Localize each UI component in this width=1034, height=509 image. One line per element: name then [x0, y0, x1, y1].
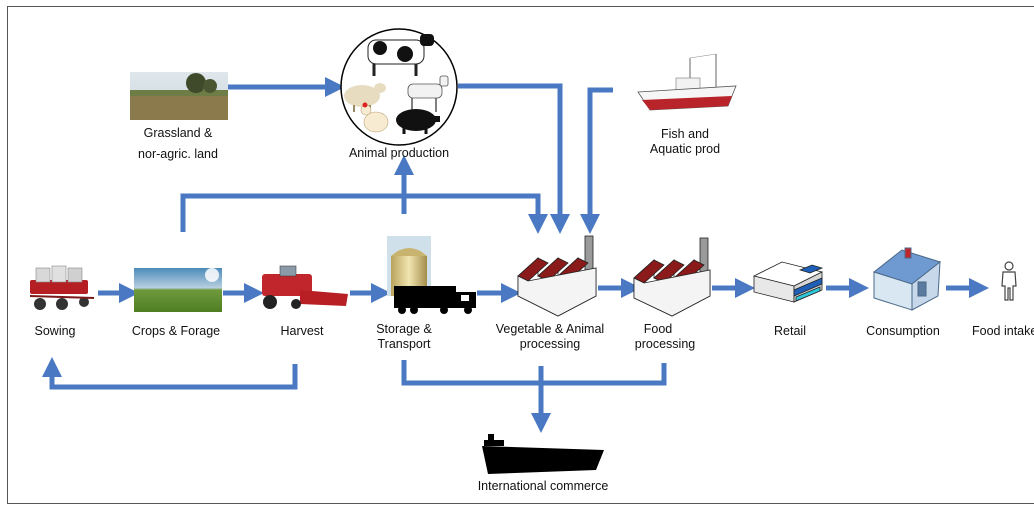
node-label-food: Food [643, 322, 673, 336]
node-label-vegetable-animal: Vegetable & Animal [495, 322, 605, 336]
arrow-fish-to-veg [580, 87, 613, 234]
node-label-fish: Fish and [661, 127, 709, 141]
node-label-retail: Retail [774, 324, 806, 338]
truck-icon [394, 286, 476, 314]
animal-production-icon [340, 28, 458, 146]
food-processing-factory-icon [633, 237, 711, 317]
node-label-storage: Storage & [376, 322, 432, 336]
crops-field-photo [134, 268, 222, 312]
node-label-international-commerce: International commerce [477, 479, 609, 493]
combine-harvester-icon [262, 265, 348, 309]
cow-icon [367, 34, 434, 76]
arrow-harvest-back-to-sowing [42, 357, 298, 390]
diagram-frame [7, 6, 1034, 504]
person-icon [1001, 261, 1017, 301]
fishing-boat-icon [637, 53, 737, 111]
vegetable-animal-factory-icon [517, 235, 597, 317]
node-label-food-processing: processing [634, 337, 696, 351]
arrow-animal-to-veg [458, 83, 570, 234]
retail-store-icon [752, 261, 824, 303]
node-label-consumption: Consumption [866, 324, 940, 338]
node-label-animal-production: Animal production [348, 146, 450, 160]
sheep-icon [344, 83, 386, 112]
pig-icon [396, 109, 440, 134]
chicken-icon [360, 102, 389, 133]
node-label-transport: Transport [377, 337, 431, 351]
sowing-machine-icon [29, 265, 95, 310]
goat-icon [407, 75, 449, 112]
node-label-non-agric-land: nor-agric. land [138, 147, 218, 161]
flow-connectors [42, 77, 989, 433]
node-label-sowing: Sowing [34, 324, 76, 338]
node-label-aquatic-prod: Aquatic prod [649, 142, 721, 156]
node-label-grassland: Grassland & [143, 126, 213, 140]
crops-feed-bracket [180, 193, 548, 234]
node-label-veg-processing: processing [519, 337, 581, 351]
cargo-ship-icon [482, 434, 604, 474]
export-bracket [401, 360, 667, 386]
node-label-crops-forage: Crops & Forage [131, 324, 221, 338]
node-label-food-intake: Food intake [972, 324, 1034, 338]
grassland-photo [130, 72, 228, 120]
house-icon [872, 247, 942, 311]
node-label-harvest: Harvest [280, 324, 324, 338]
